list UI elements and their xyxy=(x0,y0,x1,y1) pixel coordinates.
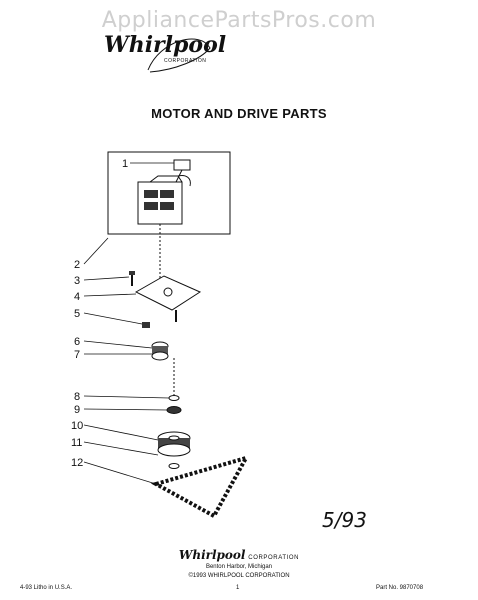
callout-8: 8 xyxy=(74,391,80,403)
handwritten-date: 5/93 xyxy=(322,508,367,532)
page-title: MOTOR AND DRIVE PARTS xyxy=(151,106,327,121)
part-number: Part No. 9870708 xyxy=(376,585,424,591)
page-number: 1 xyxy=(236,585,240,591)
motor-assembly-box xyxy=(107,151,231,235)
footer-brand: Whirlpool CORPORATION xyxy=(0,548,478,562)
callout-11: 11 xyxy=(71,437,82,449)
callout-9: 9 xyxy=(74,404,80,416)
brand-subtitle: CORPORATION xyxy=(164,58,207,64)
washer xyxy=(168,395,180,401)
callout-10: 10 xyxy=(71,420,83,432)
callout-2: 2 xyxy=(74,259,80,271)
footer-brand-corp: CORPORATION xyxy=(248,555,300,561)
leader-lines xyxy=(83,162,174,485)
plate-hole xyxy=(163,287,173,297)
callout-12: 12 xyxy=(71,457,83,469)
callout-3: 3 xyxy=(74,275,80,287)
drive-pulley xyxy=(151,341,169,361)
drive-chain xyxy=(150,454,251,519)
footer-address: Benton Harbor, Michigan xyxy=(205,564,273,570)
callout-7: 7 xyxy=(74,349,80,361)
footer-brand-name: Whirlpool xyxy=(178,548,246,562)
callout-5: 5 xyxy=(74,308,80,320)
bottom-washer xyxy=(168,463,180,469)
logo-swirl xyxy=(147,38,211,73)
callout-1: 1 xyxy=(122,158,128,170)
watermark: AppliancePartsPros.com xyxy=(101,8,377,33)
litho-note: 4-93 Litho in U.S.A. xyxy=(20,585,73,591)
footer-copyright: ©1993 WHIRLPOOL CORPORATION xyxy=(188,573,290,579)
motor xyxy=(137,159,191,225)
callout-4: 4 xyxy=(74,291,80,303)
nut xyxy=(142,322,150,328)
callout-6: 6 xyxy=(74,336,80,348)
gear xyxy=(157,431,191,457)
spacer xyxy=(166,406,182,414)
bolt xyxy=(129,271,135,286)
mounting-plate xyxy=(134,275,202,311)
